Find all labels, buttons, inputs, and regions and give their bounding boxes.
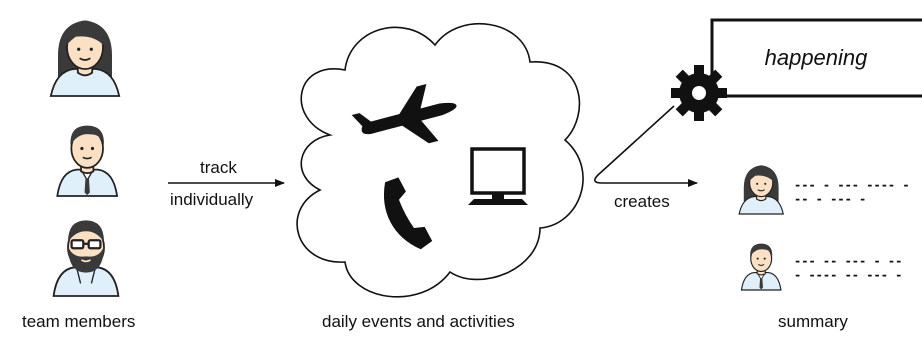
- summary-woman-avatar-icon: [738, 164, 784, 215]
- summary-line: --- -- --- - --: [794, 254, 903, 268]
- team-members-caption: team members: [22, 312, 136, 331]
- summary-man-avatar-icon: [740, 243, 782, 291]
- woman-avatar-icon: [49, 19, 121, 97]
- daily-events-caption: daily events and activities: [322, 312, 515, 331]
- creates-arrow: [594, 105, 698, 187]
- man-tie-avatar-icon: [56, 124, 119, 197]
- bearded-man-avatar-icon: [52, 219, 120, 298]
- creates-label: creates: [614, 192, 670, 211]
- computer-icon: [468, 147, 528, 205]
- summary-caption: summary: [778, 312, 848, 331]
- summary-line: - ---- -- --- -: [794, 268, 903, 282]
- phone-icon: [383, 177, 433, 250]
- happening-label: happening: [764, 45, 868, 70]
- track-label: track: [200, 158, 237, 177]
- summary-line: --- - --- ---- -: [794, 178, 910, 192]
- individually-label: individually: [170, 190, 254, 209]
- airplane-icon: [351, 84, 457, 144]
- gear-icon: [671, 65, 727, 121]
- summary-line: -- - --- -: [794, 192, 867, 206]
- happening-box: [710, 18, 922, 98]
- events-cloud: [296, 23, 584, 298]
